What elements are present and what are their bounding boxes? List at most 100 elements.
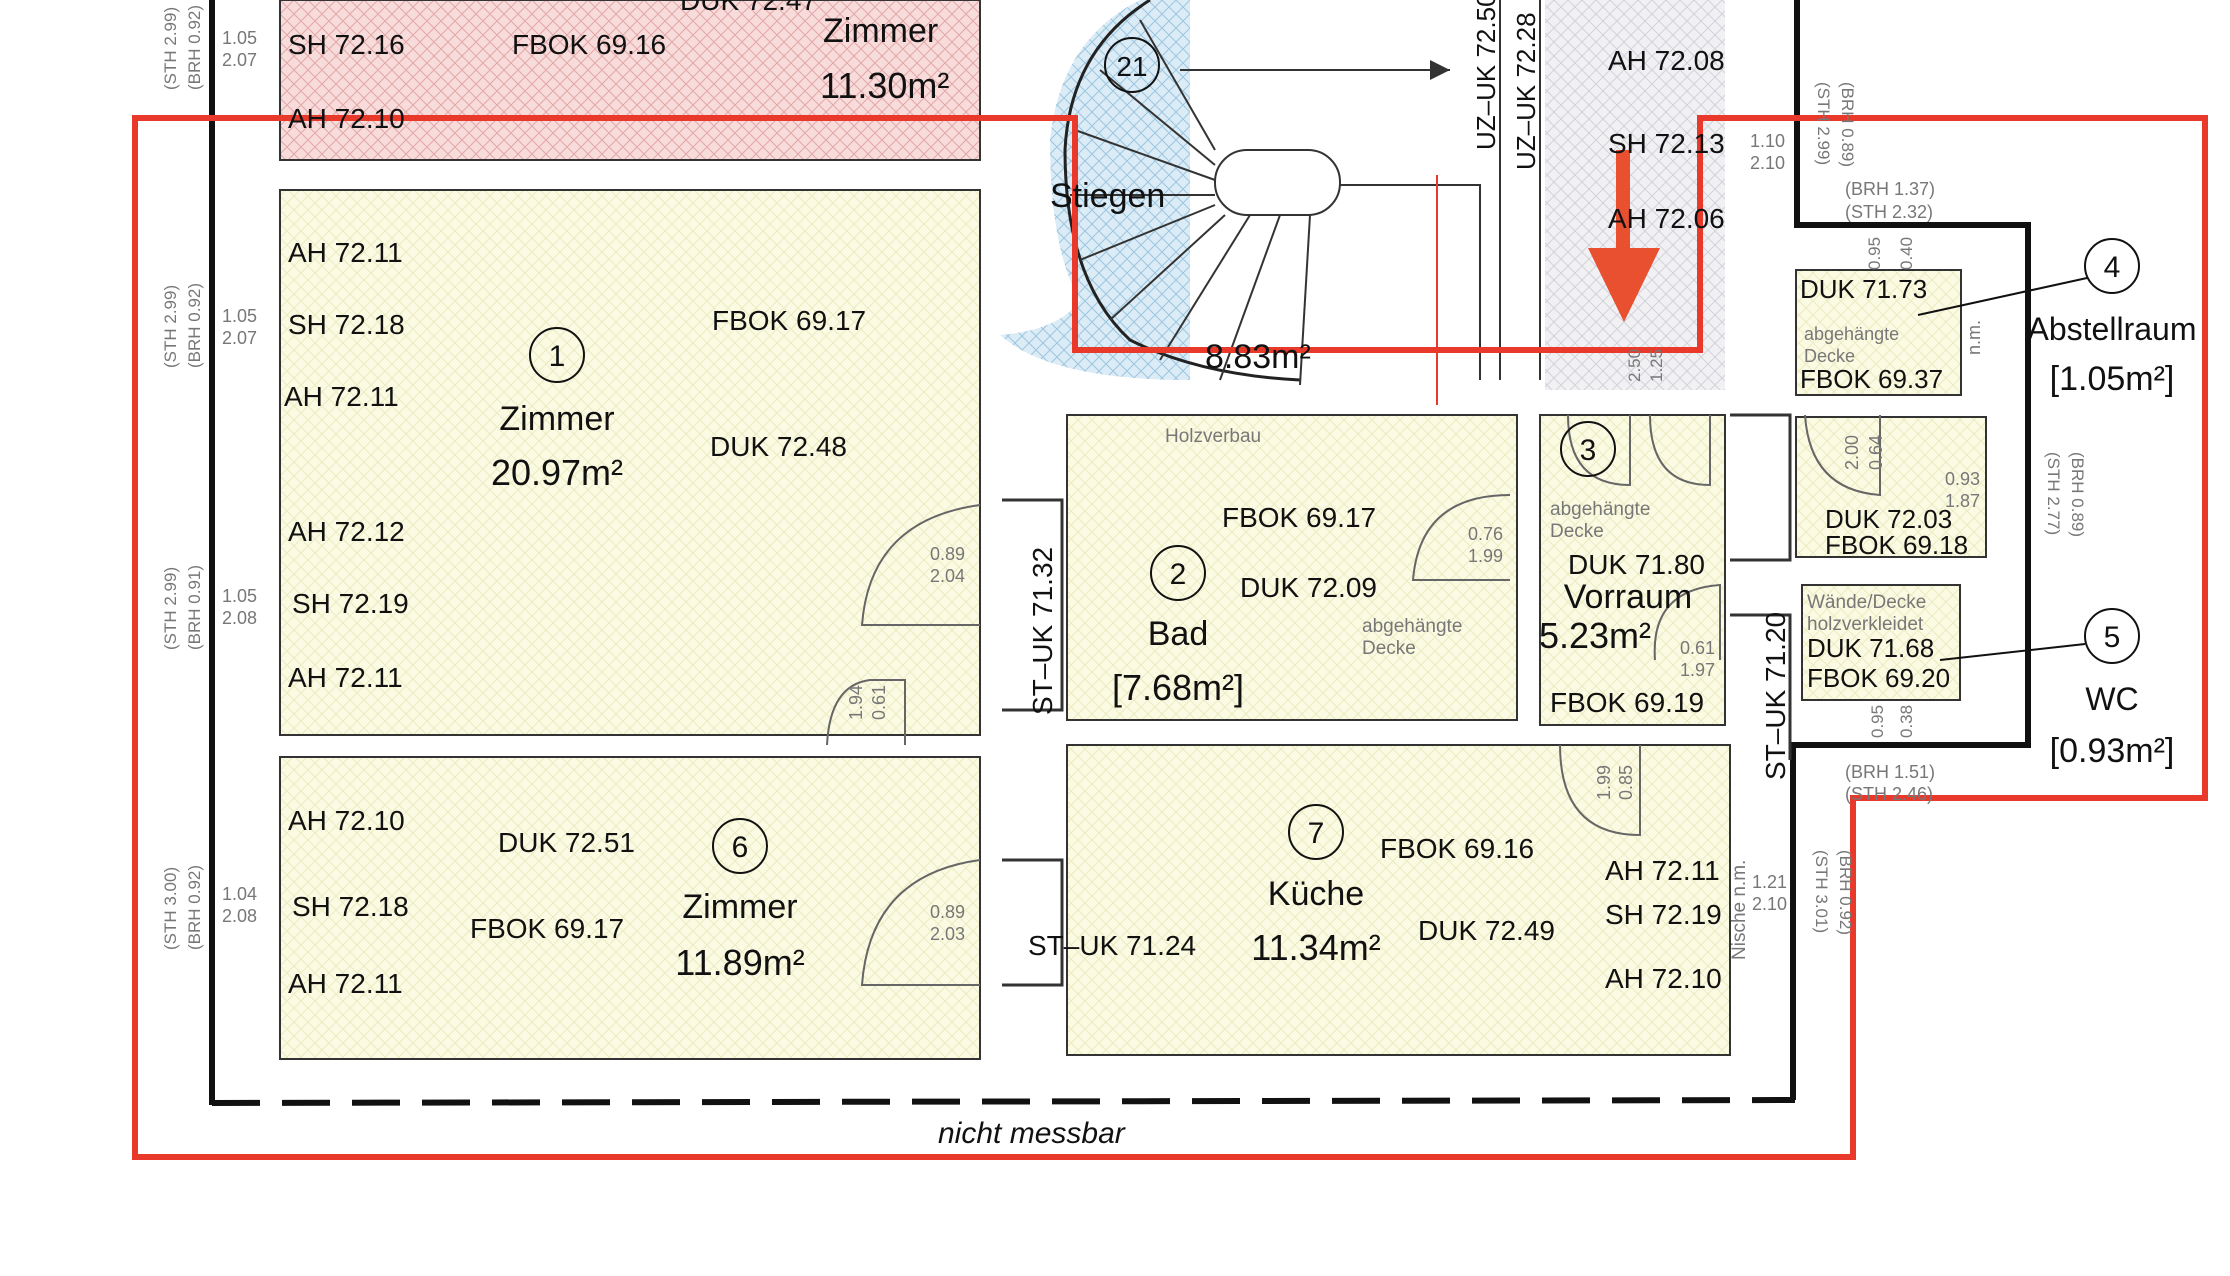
room-name: Abstellraum [2028,311,2197,347]
dim: 2.03 [930,924,965,944]
room-area: 11.34m² [1251,927,1380,968]
room-number-circle [1150,545,1206,601]
room-5-area [1801,584,1961,701]
room-fbok: FBOK 69.19 [1550,687,1704,718]
room-fbok: FBOK 69.37 [1800,364,1943,394]
room-area: 11.89m² [675,942,804,983]
brh: (BRH 1.37) [1845,179,1935,199]
upper-ah: AH 72.10 [288,103,405,134]
room-name: Vorraum [1564,578,1693,616]
dim: 0.61 [869,685,889,720]
sth: (STH 3.00) [161,867,180,950]
dim: 0.76 [1468,524,1503,544]
room-duk: DUK 72.48 [710,431,847,462]
room-3: 3 abgehängte Decke DUK 71.80 Vorraum 5.2… [1539,421,1705,718]
room-name: Küche [1268,875,1364,913]
sth: (STH 2.99) [161,285,180,368]
dashed-bottom-wall [211,1097,1796,1106]
window-ah-top-2: AH 72.11 [284,381,399,412]
brh: (BRH 0.92) [185,283,204,368]
dim: 0.93 [1945,469,1980,489]
dim: 2.07 [222,50,257,70]
room-number: 6 [732,831,749,864]
room-6: 6 Zimmer 11.89m² DUK 72.51 FBOK 69.17 AH… [288,805,805,999]
upper-name: Zimmer [823,12,938,50]
window-ah-bottom: AH 72.12 [288,516,405,547]
door-swings [826,414,1881,986]
room-6-area [279,756,981,1060]
room-duk: DUK 72.51 [498,827,635,858]
room-duk: DUK 72.49 [1418,915,1555,946]
dimension-labels: 1.05 2.07 1.05 2.07 1.05 2.08 1.04 2.08 … [222,28,1980,944]
room-fbok: FBOK 69.20 [1807,663,1950,693]
room-number-circle [2084,608,2140,664]
ceiling-note-2: Decke [1550,521,1604,542]
dim: 0.95 [1865,237,1884,270]
room-2-area [1066,414,1518,721]
small-room-fbok: FBOK 69.18 [1825,530,1968,560]
sth: (STH 2.99) [161,567,180,650]
leader-line [1917,277,2088,316]
room-number: 3 [1580,434,1597,467]
sth: (STH 2.46) [1845,784,1933,804]
room-21-number: 21 [1116,51,1147,82]
room-number: 7 [1308,817,1325,850]
room-7-area [1066,744,1731,1056]
dim: 1.05 [222,306,257,326]
beam-label: ST–UK 71.32 [1027,547,1058,715]
room-number-circle [2084,238,2140,294]
dim: 0.95 [1868,705,1887,738]
window-ah: AH 72.11 [1605,855,1720,886]
dim: 1.87 [1945,491,1980,511]
room-number: 4 [2104,251,2121,284]
room-number: 5 [2104,621,2121,654]
room-21-area: 8.83m² [1205,338,1311,376]
window-ah-bottom-2: AH 72.11 [288,662,403,693]
dim: 2.04 [930,566,965,586]
room-4-area [1795,269,1962,396]
beam-label: UZ–UK 72.28 [1511,12,1541,170]
sth: (STH 2.32) [1845,202,1933,222]
room-21-circle [1104,37,1160,93]
window-sh-top: SH 72.18 [288,309,405,340]
sill-height-labels: (BRH 0.92) (STH 2.99) (BRH 0.92) (STH 2.… [161,5,2087,950]
outer-walls [209,0,2031,1105]
brh: (BRH 0.92) [185,5,204,90]
brh: (BRH 0.92) [185,865,204,950]
dim: 1.05 [222,28,257,48]
ceiling-note-1: abgehängte [1362,616,1462,637]
ceiling-note-2: Decke [1362,638,1416,659]
upper-fbok: FBOK 69.16 [512,29,666,60]
beam-label: ST–UK 71.20 [1760,612,1791,780]
room-number-circle [1288,804,1344,860]
dim: 1.99 [1594,765,1614,800]
room-duk: DUK 71.80 [1568,549,1705,580]
room-2: 2 Bad [7.68m²] FBOK 69.17 DUK 72.09 Holz… [1112,426,1462,708]
brh: (BRH 0.91) [185,565,204,650]
room-5: Wände/Decke holzverkleidet DUK 71.68 FBO… [1807,592,2174,770]
wall-note-1: Wände/Decke [1807,592,1926,613]
leader-line [1939,643,2086,661]
ceiling-note-2: Decke [1804,346,1855,366]
sth: (STH 2.99) [161,7,180,90]
room-fbok: FBOK 69.17 [1222,502,1376,533]
dim: 1.94 [846,685,866,720]
dim: 1.21 [1752,872,1787,892]
room-name: Zimmer [499,400,614,438]
hall-window-ah: AH 72.08 [1608,45,1725,76]
inner-walls [1002,413,1792,987]
dim: 0.38 [1897,705,1916,738]
niche-label: Nische n.m. [1729,860,1750,960]
footer-note: nicht messbar [938,1117,1126,1150]
room-number-circle [529,327,585,383]
dim: 0.64 [1866,435,1886,470]
window-sh: SH 72.18 [292,891,409,922]
wall-note-2: holzverkleidet [1807,614,1924,635]
stair-direction-arrow [1430,60,1450,80]
dim: 1.05 [222,586,257,606]
room-4: DUK 71.73 abgehängte Decke FBOK 69.37 n.… [1800,238,2197,398]
room-number: 1 [549,340,566,373]
room-name: Zimmer [682,888,797,926]
sth: (STH 2.99) [1814,82,1833,165]
